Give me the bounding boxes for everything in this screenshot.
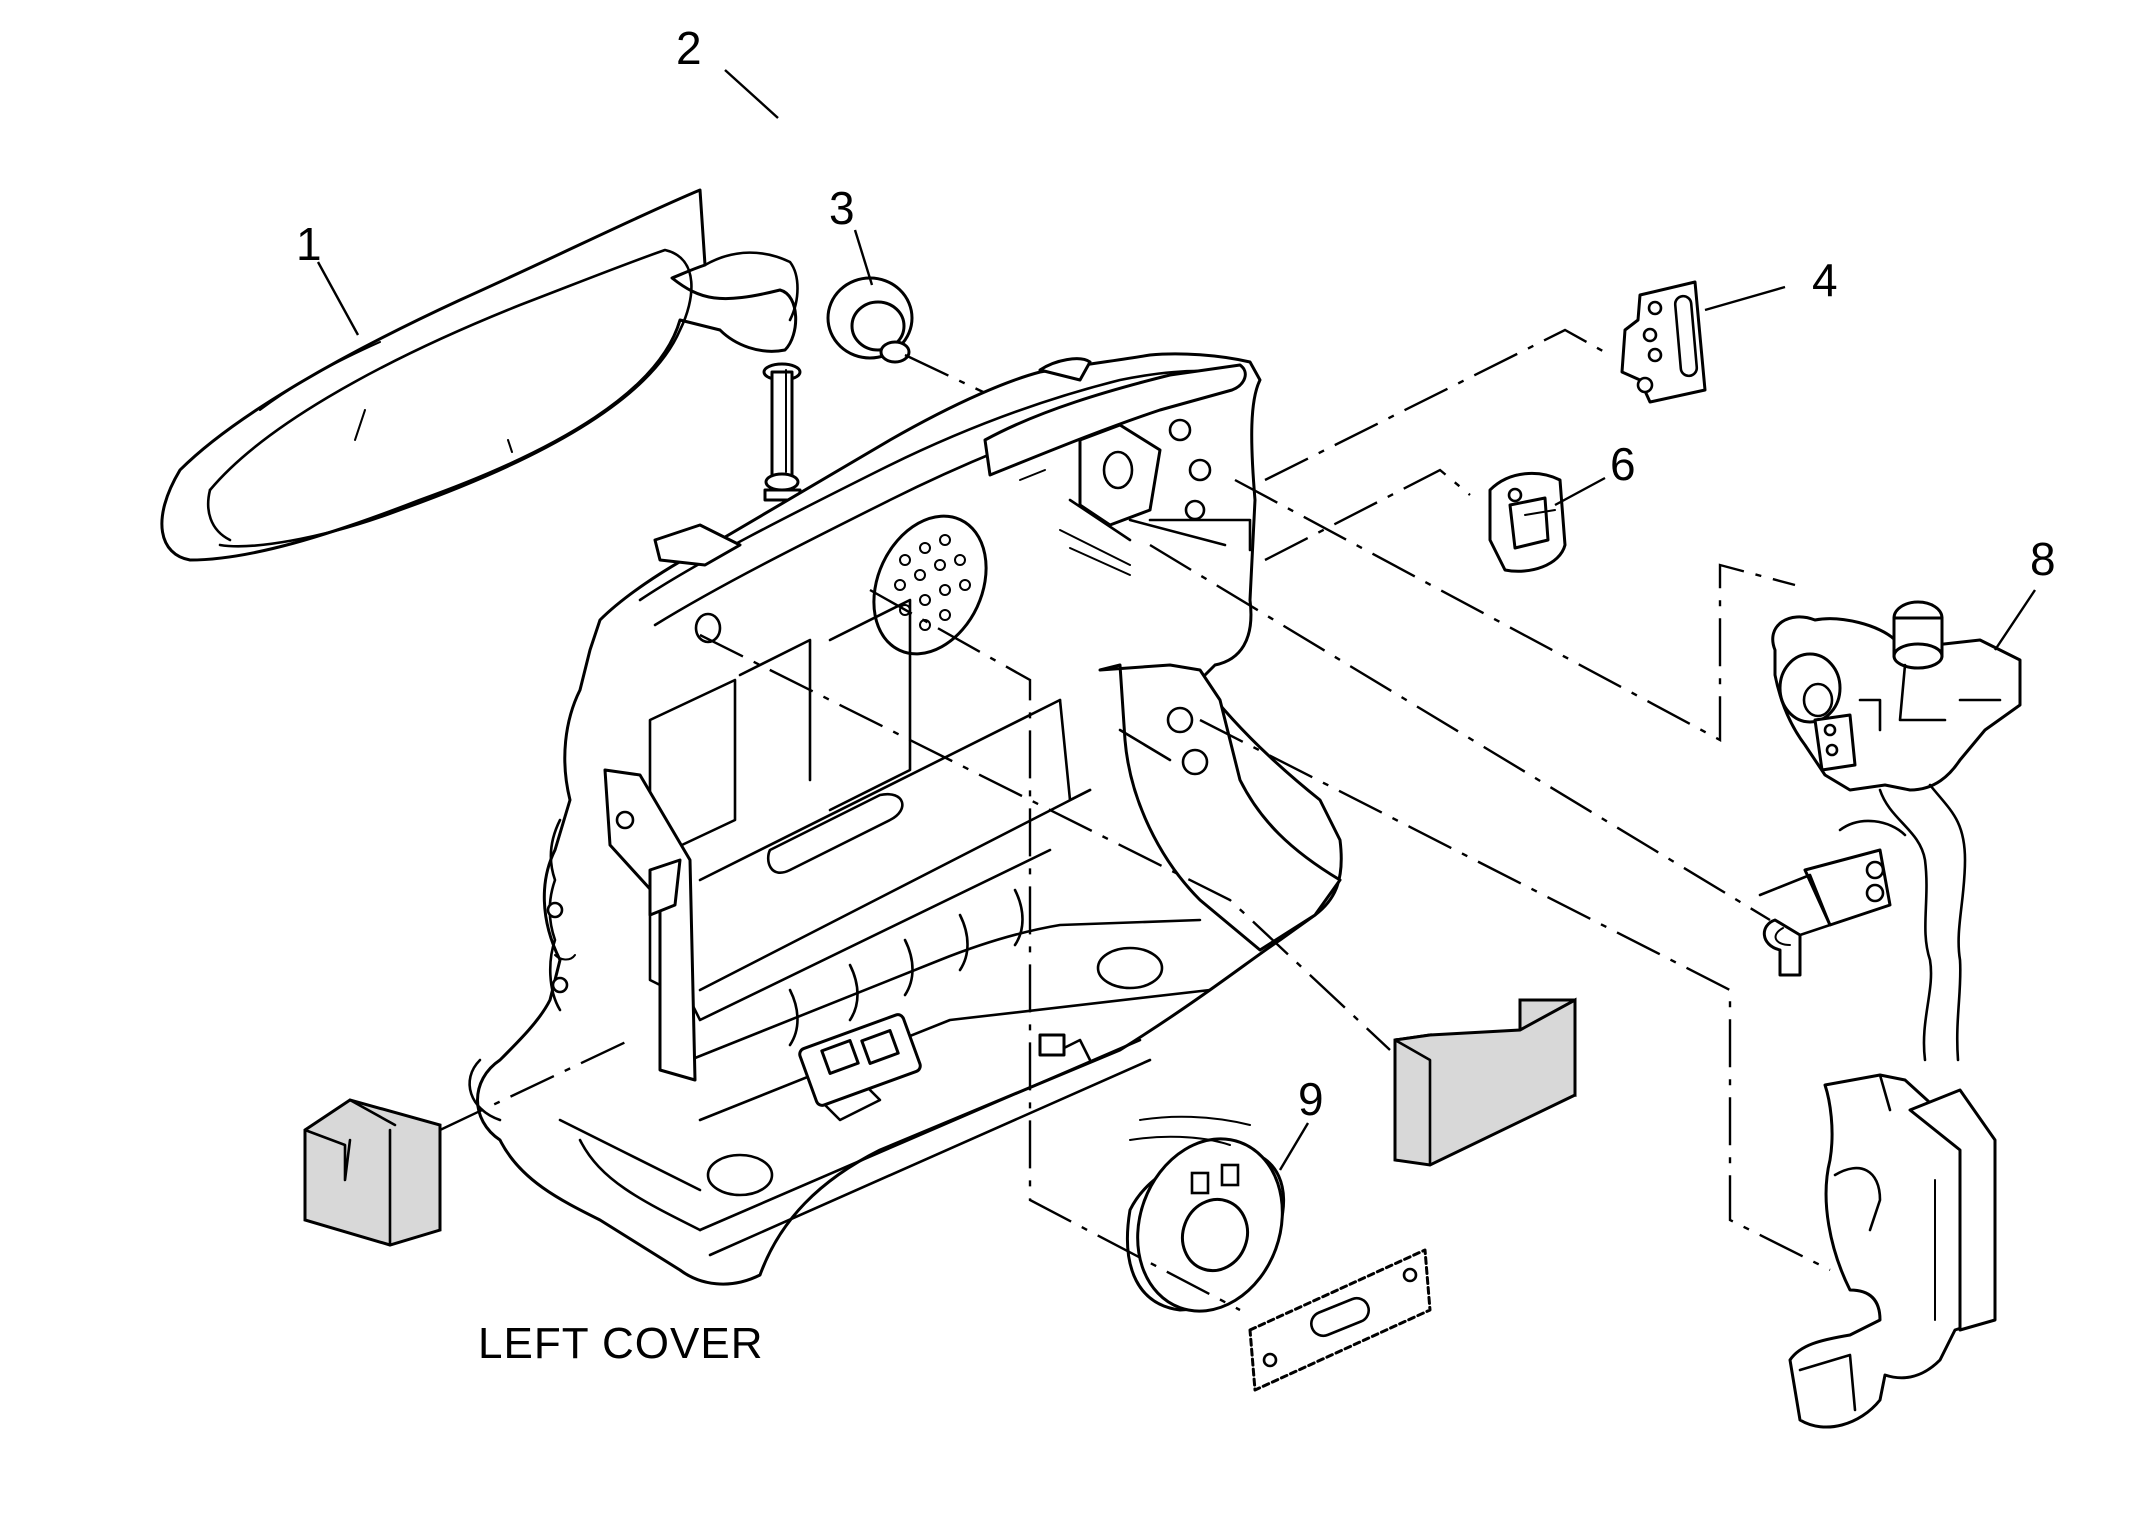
speaker-part: [1125, 1115, 1286, 1313]
hinge-assembly-part: [1758, 600, 2022, 1429]
callout-9: 9: [1298, 1073, 1324, 1125]
callout-4: 4: [1812, 254, 1838, 306]
callout-2: 2: [676, 22, 702, 74]
callout-8: 8: [2030, 533, 2056, 585]
foam-pad-left: [303, 1098, 442, 1247]
callout-3: 3: [829, 182, 855, 234]
left-cover-housing: [468, 352, 1343, 1286]
foam-pad-right: [1393, 997, 1577, 1167]
callout-6: 6: [1610, 438, 1636, 490]
hand-strap-part: [160, 188, 799, 562]
connector-part: [1488, 471, 1567, 573]
callout-labels: 1 2 3 4 6 8 9: [296, 22, 2056, 1125]
callout-1: 1: [296, 218, 322, 270]
assembly-lines: [439, 328, 1831, 1312]
callout-leaders: [316, 69, 2036, 1171]
speaker-bracket-part: [1248, 1248, 1432, 1392]
grommet-part: [826, 276, 914, 364]
bracket-part: [1620, 280, 1707, 404]
diagram-caption: LEFT COVER: [478, 1319, 763, 1368]
screw-part: [762, 362, 802, 502]
